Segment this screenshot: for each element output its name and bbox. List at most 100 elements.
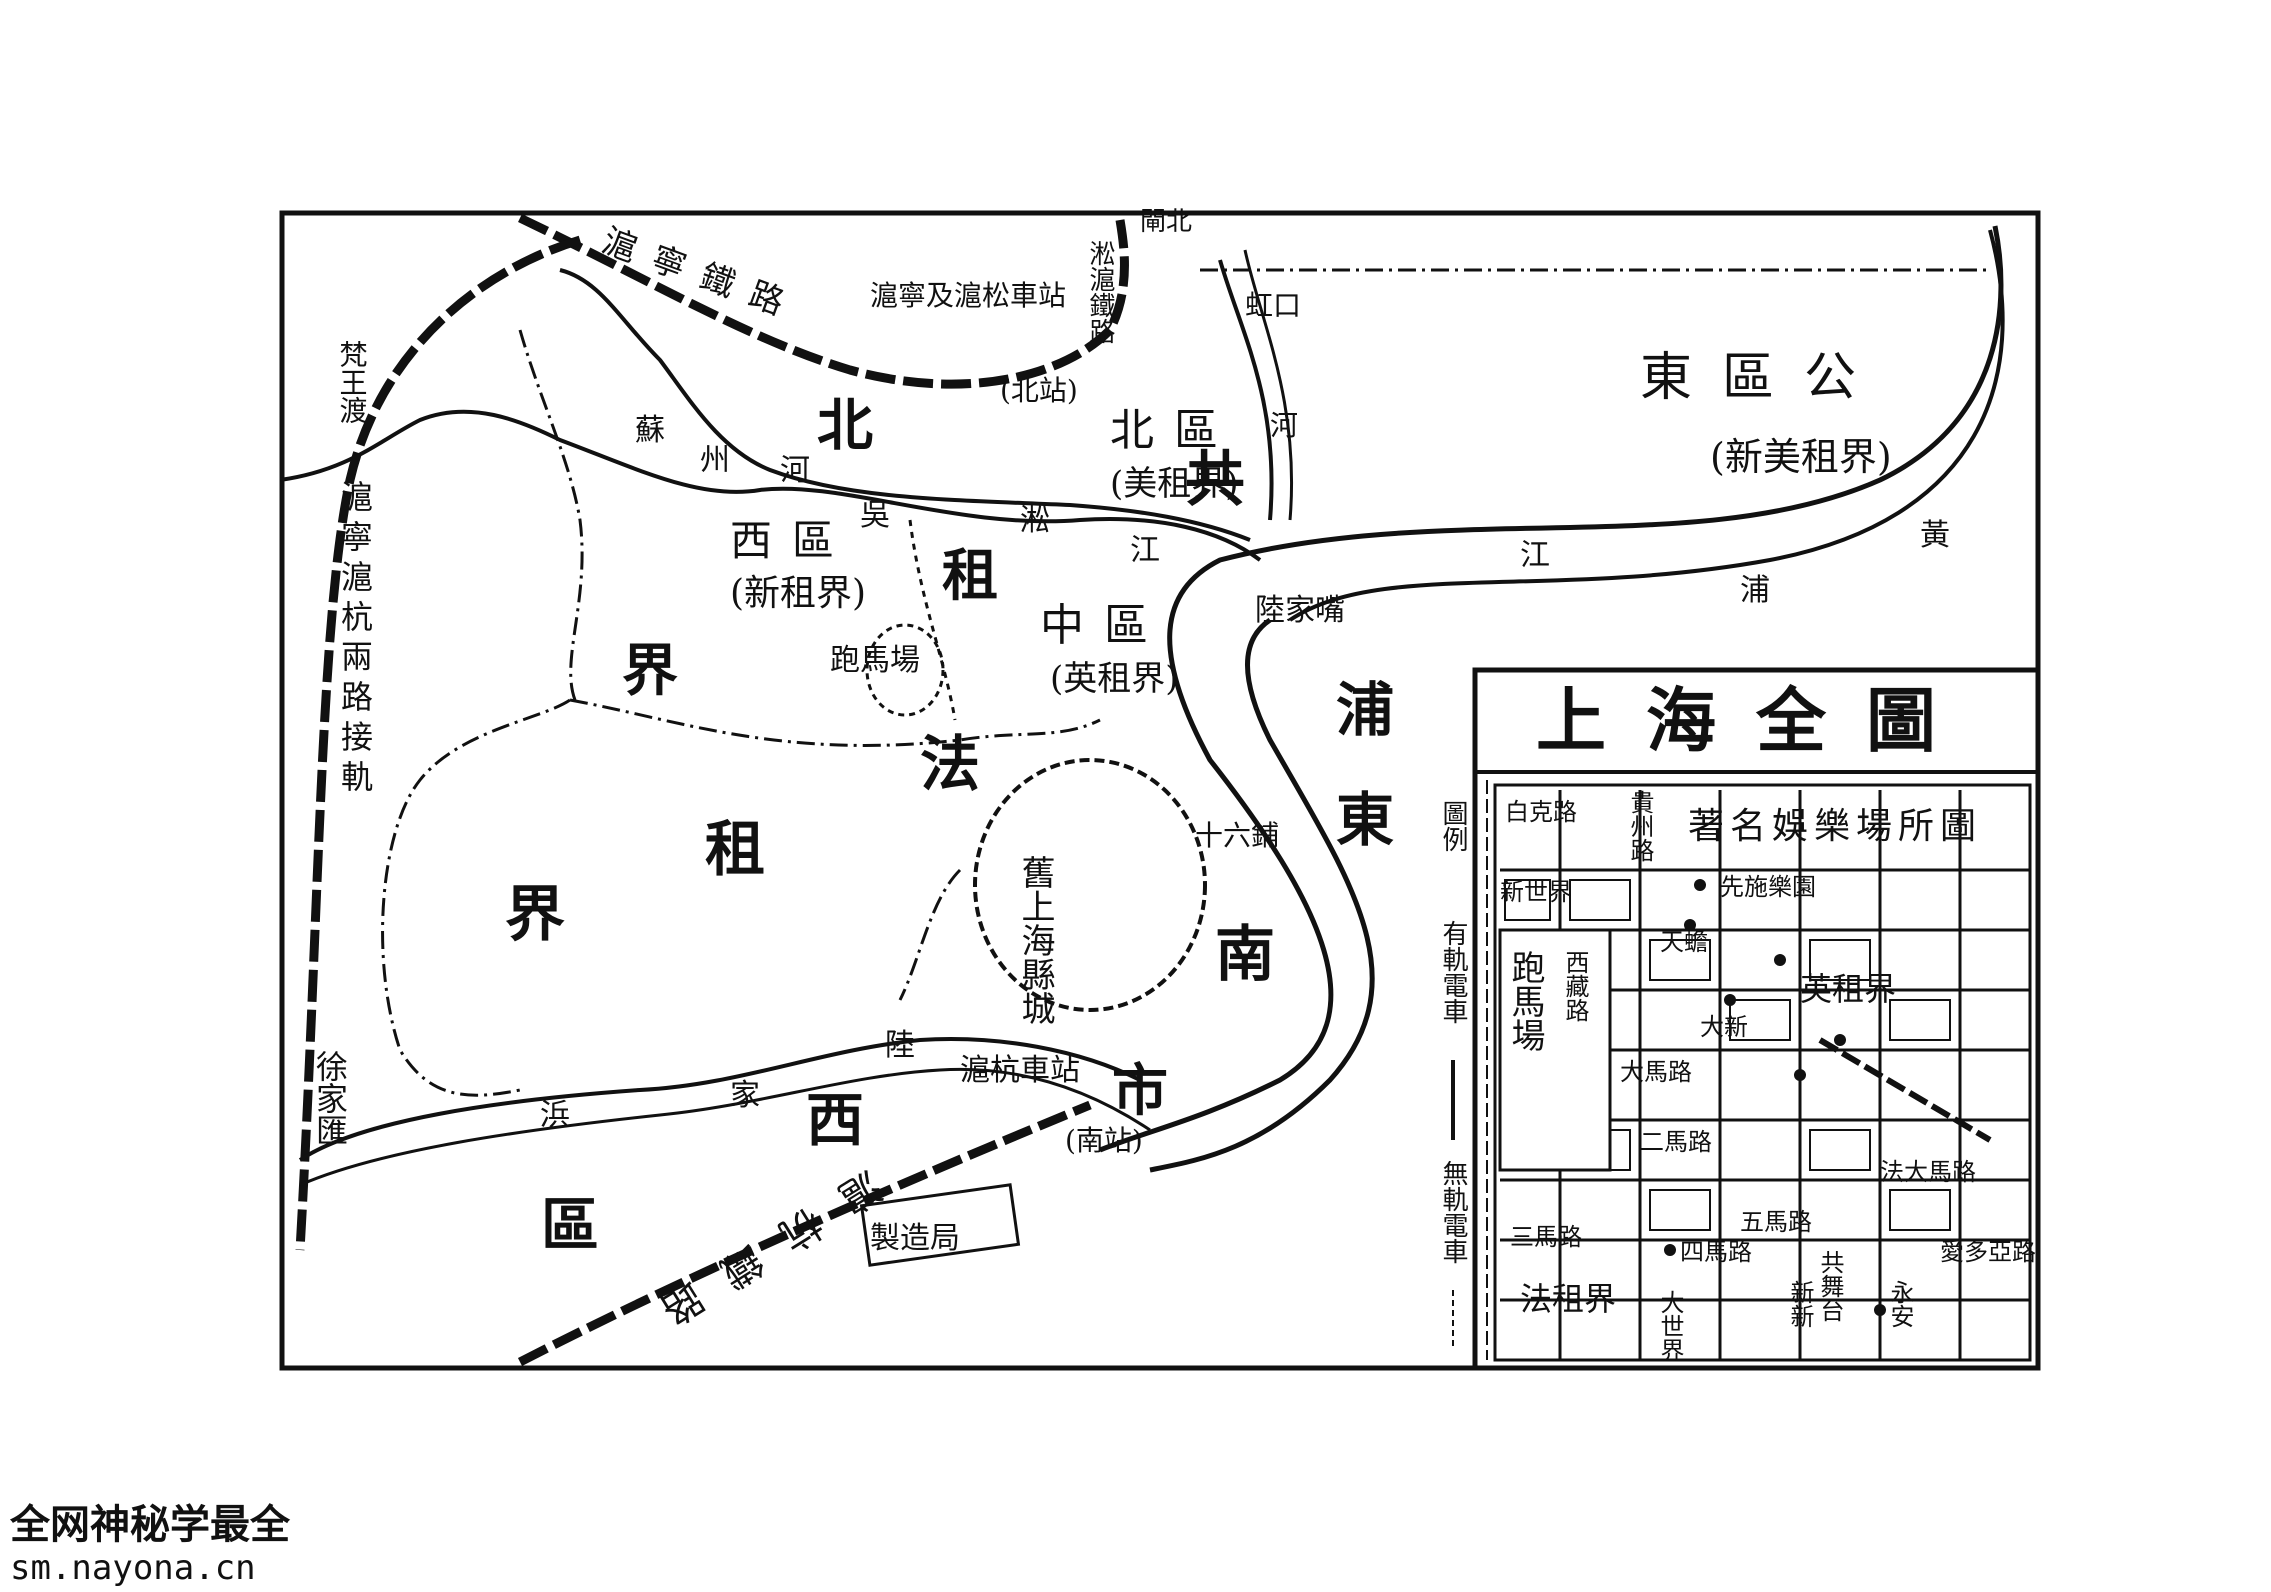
place-shiliupu: 十六鋪 <box>1195 819 1279 852</box>
railway-junction-label: 滬寧滬杭兩路接軌 <box>336 480 374 800</box>
label-bei: 北 <box>817 393 873 459</box>
legend-tram: 有軌電車 <box>1438 920 1468 1024</box>
label-jie1: 界 <box>622 638 678 704</box>
river-hongkou-creek: 河 <box>1270 409 1298 442</box>
suzhou-creek-north <box>279 409 1262 562</box>
place-lujiazui: 陸家嘴 <box>1255 593 1345 628</box>
label-nan: 南 <box>1215 920 1275 990</box>
watermark-url: sm.nayona.cn <box>10 1548 256 1588</box>
zhaojiabang-creek-2 <box>299 1067 1151 1187</box>
river-wusong-1: 吳 <box>860 498 890 533</box>
label-pudong2: 東 <box>1336 786 1394 854</box>
east-district-name: 東區公 <box>1640 348 1886 408</box>
place-north-station: (北站) <box>1000 374 1078 407</box>
hongkou-creek <box>1218 259 1274 521</box>
west-district-note: (新租界) <box>730 573 866 614</box>
inset-label: 愛多亞路 <box>1940 1238 2036 1266</box>
inset-blocks <box>1504 879 1951 1231</box>
inset-racecourse <box>1498 928 1612 1172</box>
place-zhabei: 閘北 <box>1140 207 1192 237</box>
inset-label: 跑馬場 <box>1505 950 1545 1052</box>
watermark-title: 全网神秘学最全 <box>10 1502 290 1548</box>
inset-label: 西藏路 <box>1561 950 1589 1022</box>
label-xi: 西 <box>806 1086 864 1154</box>
western-railway <box>295 235 582 1251</box>
river-suzhou-2: 州 <box>700 443 730 478</box>
river-wusong-2: 淞 <box>1020 503 1050 538</box>
river-huangpu-3: 江 <box>1520 538 1550 573</box>
inset-label: 英租界 <box>1800 970 1896 1008</box>
place-racecourse: 跑馬場 <box>830 643 920 678</box>
inset-label: 貴州路 <box>1626 790 1654 862</box>
huangpu-river-north-bank <box>1288 229 2005 622</box>
label-qu: 區 <box>541 1191 599 1259</box>
legend-heading: 圖例 <box>1438 800 1468 852</box>
river-wusong-3: 江 <box>1130 533 1160 568</box>
central-district-note: (英租界) <box>1050 659 1179 699</box>
zhaojiabang-creek <box>298 1037 1141 1162</box>
inset-label: 天蟾 <box>1660 928 1708 956</box>
french-concession-boundary <box>381 698 1101 1097</box>
inset-label: 大世界 <box>1656 1290 1684 1362</box>
east-district-note: (新美租界) <box>1710 435 1892 479</box>
label-shi: 市 <box>1112 1058 1168 1124</box>
inset-label: 永安 <box>1886 1280 1914 1328</box>
central-boundary <box>908 519 957 721</box>
label-fa: 法 <box>920 730 980 800</box>
inset-label: 法租界 <box>1520 1280 1616 1318</box>
place-hongkou: 虹口 <box>1245 289 1301 322</box>
suzhou-creek-south <box>559 268 1251 542</box>
river-huangpu-1: 黃 <box>1920 518 1950 553</box>
inset-label: 四馬路 <box>1680 1238 1752 1266</box>
river-huangpu-2: 浦 <box>1740 573 1770 608</box>
inset-railway <box>1818 1037 1992 1143</box>
inset-label: 共舞台 <box>1816 1250 1844 1322</box>
place-old-city: 舊上海縣城 <box>1015 855 1055 1025</box>
place-arsenal: 製造局 <box>870 1221 960 1256</box>
inset-label: 新世界 <box>1500 878 1572 906</box>
place-huning-station: 滬寧及滬松車站 <box>870 279 1066 312</box>
huhang-railway <box>517 1100 1092 1367</box>
place-huhang-station: 滬杭車站 <box>960 1053 1080 1088</box>
north-district-note: (美租界) <box>1110 464 1239 504</box>
west-district-name: 西區 <box>730 516 854 565</box>
label-jie2: 界 <box>505 880 565 950</box>
river-zhaojiabang-2: 家 <box>730 1078 760 1113</box>
arsenal-block <box>859 1183 1021 1267</box>
inset-markers <box>1664 879 1886 1316</box>
river-zhaojiabang-1: 浜 <box>540 1098 570 1133</box>
inset-label: 大新 <box>1700 1013 1748 1041</box>
railway-songhu-label: 淞滬鐵路 <box>1085 240 1115 344</box>
place-xujiahui: 徐家匯 <box>311 1050 349 1146</box>
legend-trolley: 無軌電車 <box>1438 1160 1468 1264</box>
huangpu-river-west-bank <box>1099 225 2004 1153</box>
river-suzhou-1: 蘇 <box>635 413 665 448</box>
inset-label: 法大馬路 <box>1880 1158 1976 1186</box>
inset-street-grid <box>1493 783 2032 1362</box>
river-suzhou-3: 河 <box>780 453 810 488</box>
racecourse-oval <box>865 623 945 717</box>
huangpu-river-east-bank <box>1149 617 1375 1173</box>
label-zu2: 租 <box>705 815 765 885</box>
inset-label: 五馬路 <box>1740 1208 1812 1236</box>
inset-label: 白克路 <box>1505 798 1577 826</box>
place-fanwangdu: 梵王渡 <box>336 340 369 424</box>
river-zhaojiabang-3: 陸 <box>885 1028 915 1063</box>
railway-huhang-label: 滬杭鐵路 <box>627 1162 889 1349</box>
old-city-french-boundary <box>898 868 962 1001</box>
central-district-name: 中區 <box>1040 600 1168 651</box>
settlement-boundary <box>518 329 584 701</box>
hongkou-creek-2 <box>1243 249 1294 521</box>
inset-label: 二馬路 <box>1640 1128 1712 1156</box>
inset-label: 大馬路 <box>1620 1058 1692 1086</box>
old-city-wall <box>973 758 1207 1012</box>
label-pudong1: 浦 <box>1336 676 1394 744</box>
inset-label: 三馬路 <box>1510 1223 1582 1251</box>
huning-railway <box>518 213 1129 389</box>
map-title: 上海全圖 <box>1536 679 1976 762</box>
label-zu1: 租 <box>942 543 998 609</box>
inset-label: 新新 <box>1786 1280 1814 1328</box>
label-gong: 共 <box>1185 445 1245 515</box>
